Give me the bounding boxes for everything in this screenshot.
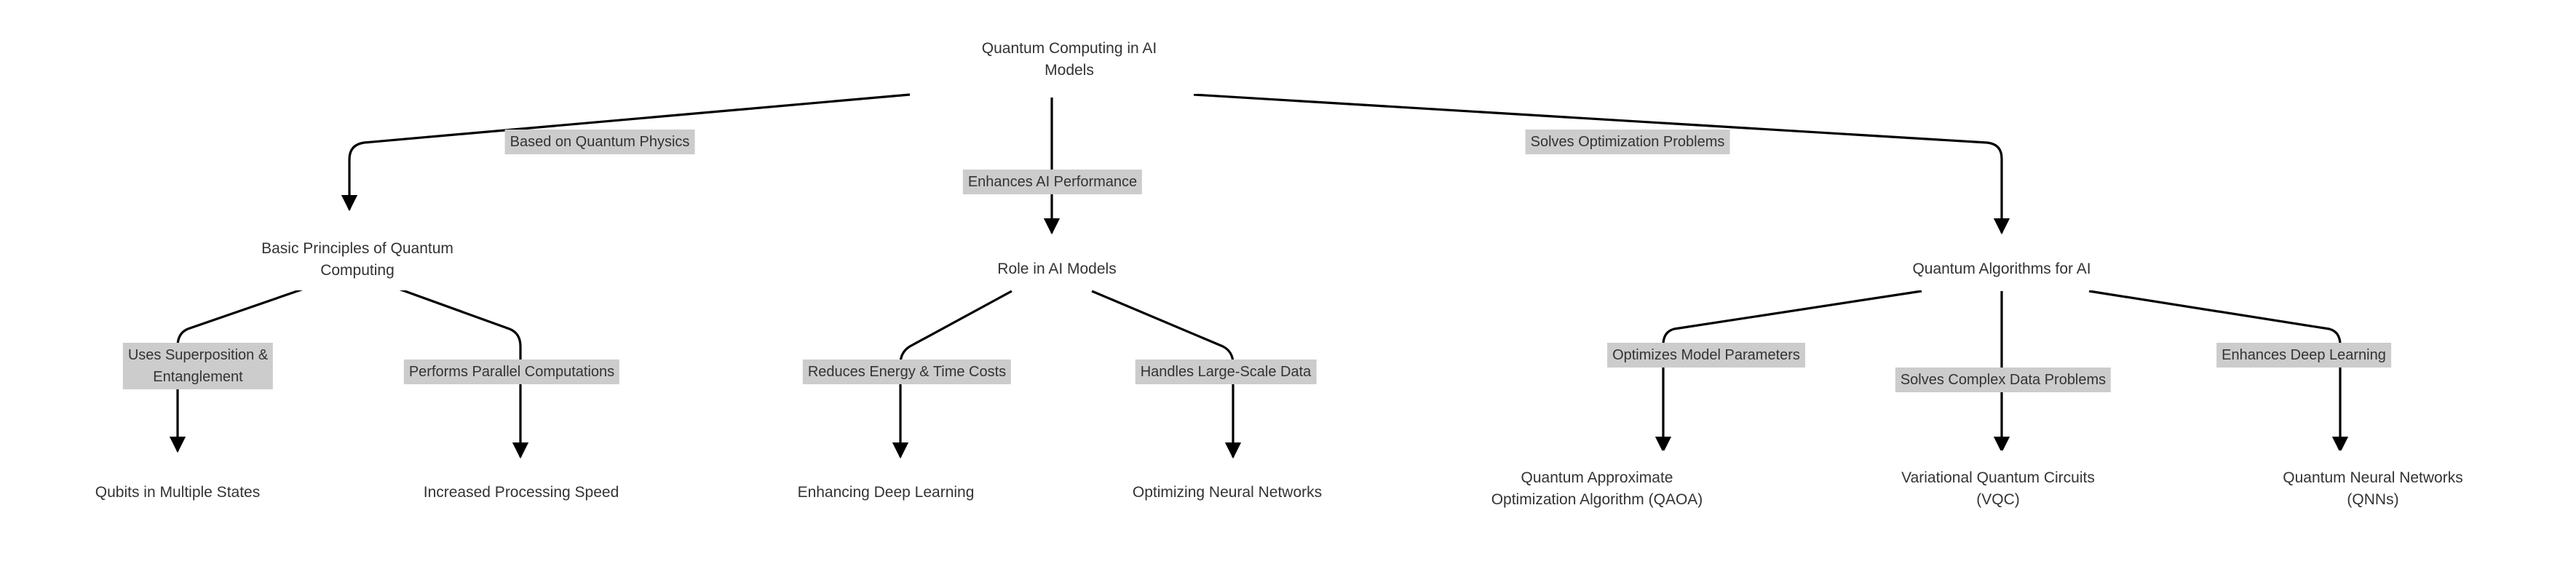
node-increased-processing-speed-label: Increased Processing Speed	[423, 483, 619, 501]
edge-label-enhances-ai-performance: Enhances AI Performance	[962, 170, 1143, 194]
node-qnn-label: Quantum Neural Networks (QNNs)	[2283, 469, 2463, 508]
node-enhancing-deep-learning[interactable]: Enhancing Deep Learning	[750, 466, 1021, 520]
node-root[interactable]: Quantum Computing in AI Models	[910, 23, 1229, 96]
edge-label-enhances-deep-learning: Enhances Deep Learning	[2216, 343, 2391, 368]
node-increased-processing-speed[interactable]: Increased Processing Speed	[382, 466, 660, 520]
node-role-in-ai-models-label: Role in AI Models	[997, 260, 1117, 277]
edge-algos-to-qaoa	[1654, 290, 1922, 453]
node-optimizing-neural-networks-label: Optimizing Neural Networks	[1132, 483, 1323, 501]
edge-algos-to-qnn	[2088, 290, 2349, 453]
node-root-label: Quantum Computing in AI Models	[981, 39, 1157, 79]
node-vqc-label: Variational Quantum Circuits (VQC)	[1901, 469, 2095, 508]
node-optimizing-neural-networks[interactable]: Optimizing Neural Networks	[1083, 466, 1371, 520]
node-qnn[interactable]: Quantum Neural Networks (QNNs)	[2219, 448, 2527, 530]
node-enhancing-deep-learning-label: Enhancing Deep Learning	[797, 483, 975, 501]
node-qubits-multiple-states-label: Qubits in Multiple States	[95, 483, 261, 501]
node-vqc[interactable]: Variational Quantum Circuits (VQC)	[1840, 448, 2156, 530]
edge-label-optimizes-model-parameters: Optimizes Model Parameters	[1607, 343, 1805, 368]
edge-label-solves-optimization-problems: Solves Optimization Problems	[1525, 130, 1730, 154]
node-qubits-multiple-states[interactable]: Qubits in Multiple States	[49, 466, 306, 520]
node-basic-principles-label: Basic Principles of Quantum Computing	[261, 239, 453, 279]
edge-label-based-on-quantum-physics: Based on Quantum Physics	[504, 130, 695, 154]
node-basic-principles[interactable]: Basic Principles of Quantum Computing	[200, 227, 515, 293]
edge-label-solves-complex-data-problems: Solves Complex Data Problems	[1895, 368, 2112, 392]
node-qaoa[interactable]: Quantum Approximate Optimization Algorit…	[1443, 448, 1751, 530]
node-quantum-algorithms[interactable]: Quantum Algorithms for AI	[1865, 246, 2139, 293]
node-qaoa-label: Quantum Approximate Optimization Algorit…	[1491, 469, 1703, 508]
edge-label-handles-large-scale-data: Handles Large-Scale Data	[1135, 360, 1317, 384]
node-quantum-algorithms-label: Quantum Algorithms for AI	[1912, 260, 2091, 277]
edge-root-to-algos	[1193, 93, 2010, 235]
node-role-in-ai-models[interactable]: Role in AI Models	[959, 246, 1155, 293]
edge-label-reduces-energy-time-costs: Reduces Energy & Time Costs	[802, 360, 1012, 384]
edge-label-performs-parallel-computations: Performs Parallel Computations	[403, 360, 620, 384]
edge-label-uses-superposition-entanglement: Uses Superposition & Entanglement	[122, 343, 274, 389]
